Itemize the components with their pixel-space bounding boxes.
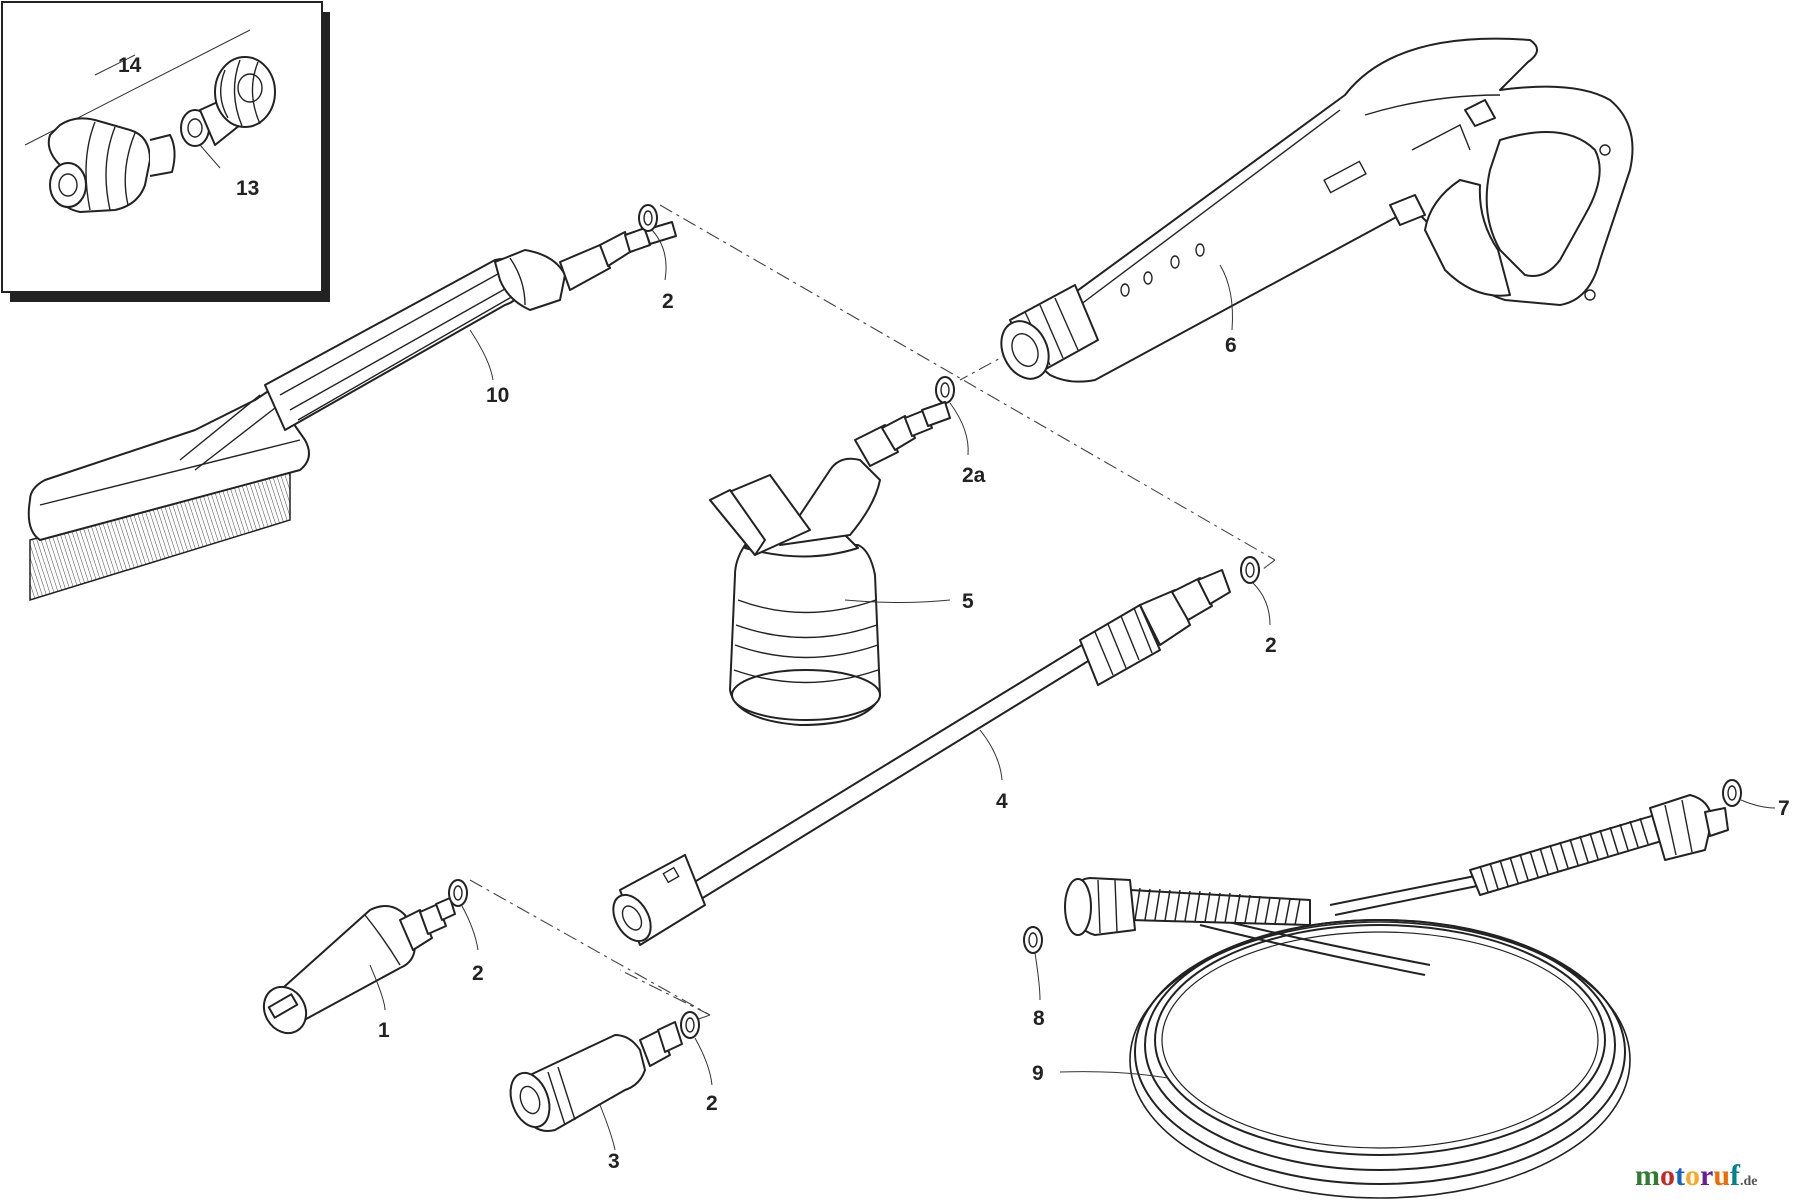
watermark-letter: t: [1675, 1159, 1685, 1192]
watermark-letter: o: [1685, 1159, 1700, 1192]
o-ring-8-part: [1024, 927, 1042, 953]
label-2-lance: 2: [1265, 634, 1277, 657]
label-10: 10: [486, 384, 509, 407]
nozzle-3-part: [504, 1022, 682, 1132]
nozzle-1-part: [256, 898, 455, 1041]
watermark-letter: r: [1700, 1159, 1713, 1192]
inset-box: 14 13: [1, 1, 330, 302]
tap-connector-part: [181, 57, 275, 146]
watermark-logo: motoruf.de: [1635, 1159, 1758, 1192]
o-ring-lance-part: [1241, 557, 1259, 583]
o-ring-part: [639, 205, 657, 231]
foam-bottle-part: [710, 402, 950, 725]
label-6: 6: [1225, 334, 1237, 357]
wash-brush-part: [29, 222, 676, 600]
label-13: 13: [236, 177, 259, 200]
watermark-letter: o: [1660, 1159, 1675, 1192]
label-1: 1: [378, 1019, 390, 1042]
label-2a: 2a: [962, 464, 986, 487]
label-2-nozzle3: 2: [706, 1092, 718, 1115]
svg-text:motoruf.de: motoruf.de: [1635, 1159, 1758, 1192]
watermark-letter: u: [1713, 1159, 1730, 1192]
o-ring-7-part: [1723, 780, 1741, 806]
trigger-gun-part: [992, 39, 1632, 387]
o-ring-nozzle3-part: [681, 1012, 699, 1038]
watermark-suffix: .de: [1740, 1174, 1758, 1189]
label-14: 14: [118, 54, 142, 77]
watermark-letter: f: [1730, 1159, 1741, 1192]
watermark-letter: m: [1635, 1159, 1660, 1192]
high-pressure-hose-part: [1065, 795, 1728, 1198]
label-9: 9: [1032, 1062, 1044, 1085]
label-7: 7: [1778, 797, 1790, 820]
label-8: 8: [1033, 1007, 1045, 1030]
o-ring-2a-part: [936, 377, 954, 403]
label-2-nozzle1: 2: [472, 962, 484, 985]
label-4: 4: [996, 790, 1008, 813]
hose-coupling-part: [49, 118, 175, 212]
label-5: 5: [962, 590, 974, 613]
label-2-brush: 2: [662, 290, 674, 313]
spray-lance-part: [606, 570, 1230, 948]
o-ring-nozzle1-part: [449, 880, 467, 906]
label-3: 3: [608, 1150, 620, 1173]
